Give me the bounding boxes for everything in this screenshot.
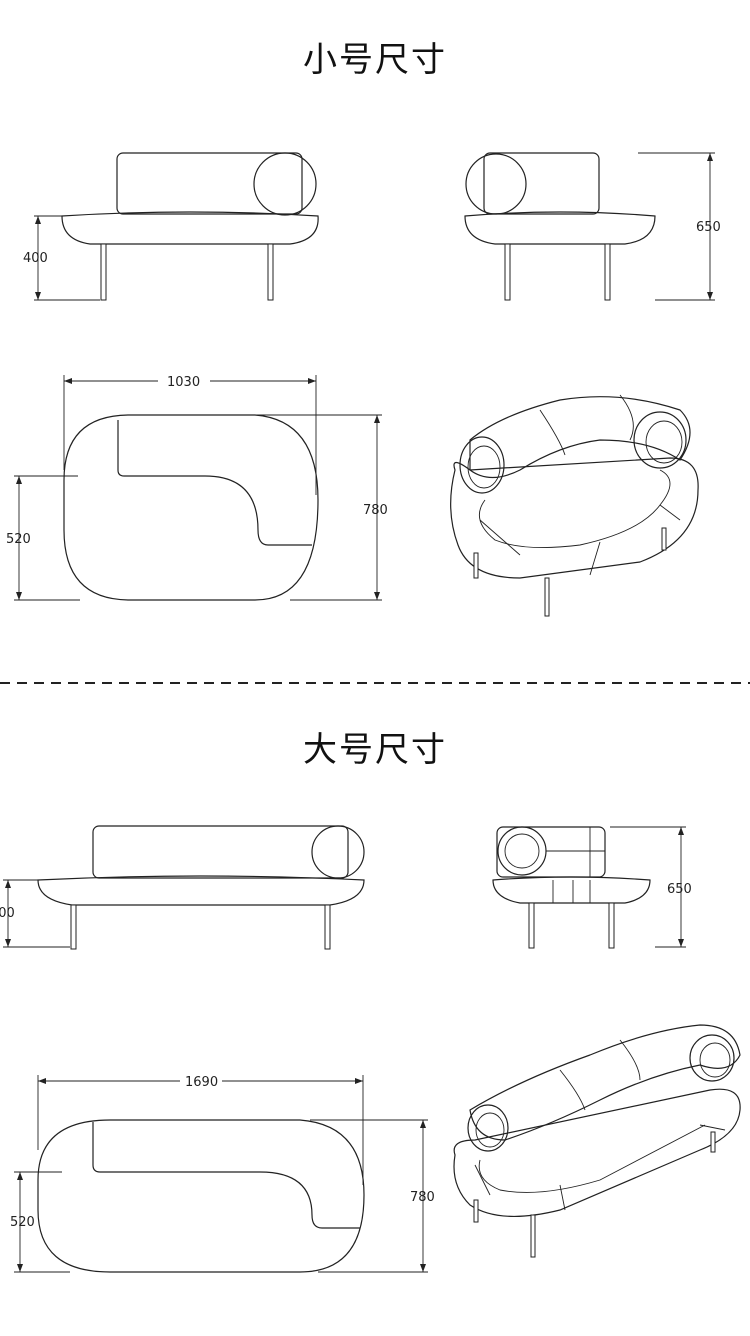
small-seat-depth-label: 520 [6, 532, 31, 547]
large-width-label: 1690 [185, 1075, 218, 1090]
small-total-height-label: 650 [696, 220, 721, 235]
small-side-view: 650 [464, 152, 721, 301]
large-seat-height-label: 400 [0, 906, 15, 921]
small-top-view: 1030 780 520 [6, 372, 388, 601]
small-size-title: 小号尺寸 [303, 40, 447, 80]
large-total-height-label: 650 [667, 882, 692, 897]
small-depth-label: 780 [363, 503, 388, 518]
small-width-label: 1030 [167, 375, 200, 390]
small-front-view: 400 [23, 152, 319, 301]
small-perspective-view [450, 394, 699, 617]
large-depth-label: 780 [410, 1190, 435, 1205]
large-perspective-view [453, 1024, 741, 1258]
large-seat-depth-label: 520 [10, 1215, 35, 1230]
large-front-view: 400 [0, 825, 365, 950]
small-seat-height-label: 400 [23, 251, 48, 266]
large-side-view: 650 [492, 826, 692, 949]
large-top-view: 1690 780 520 [10, 1073, 435, 1273]
large-size-title: 大号尺寸 [303, 730, 447, 770]
